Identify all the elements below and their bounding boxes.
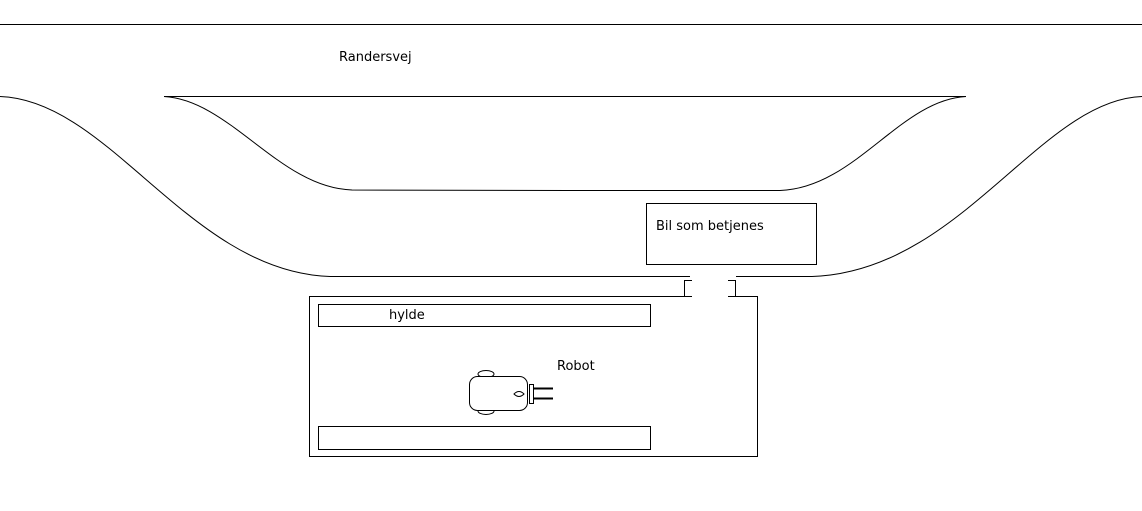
service-hatch-left xyxy=(684,280,692,297)
warehouse-outline xyxy=(309,296,758,457)
shelf-top xyxy=(318,304,651,327)
shelf-label: hylde xyxy=(389,308,425,323)
shelf-bottom xyxy=(318,426,651,450)
road-inner-boundary xyxy=(163,96,967,191)
robot-body xyxy=(469,376,528,411)
road-label: Randersvej xyxy=(339,50,412,65)
service-hatch-right xyxy=(728,280,736,297)
robot-gripper-base xyxy=(529,384,534,404)
road-outer-boundary xyxy=(0,96,1142,277)
robot-sensor xyxy=(513,391,525,397)
robot-label: Robot xyxy=(557,359,595,374)
car-box xyxy=(646,203,817,265)
robot-icon xyxy=(469,370,553,415)
car-label: Bil som betjenes xyxy=(656,219,764,234)
